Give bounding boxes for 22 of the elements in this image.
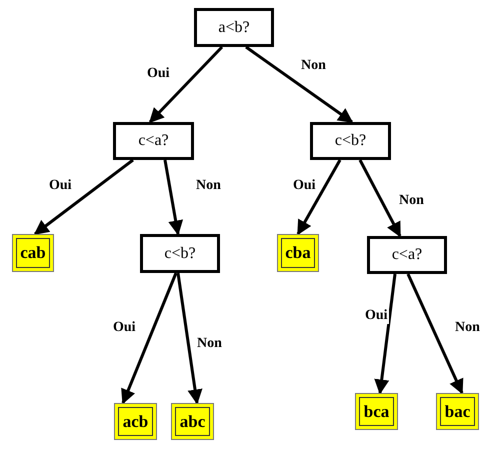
result-box: abc: [171, 403, 214, 440]
decision-box: c<b?: [310, 122, 391, 160]
arrow: [406, 273, 464, 394]
arrow: [374, 274, 396, 394]
decision-box: c<a?: [367, 236, 447, 274]
decision-box: c<b?: [140, 234, 220, 273]
result-box: cba: [277, 234, 319, 272]
arrow: [121, 272, 178, 404]
arrow: [164, 160, 184, 236]
arrow: [34, 158, 134, 236]
arrow: [358, 159, 402, 238]
decision-box: c<a?: [113, 122, 194, 160]
arrow: [296, 159, 342, 236]
result-box: bca: [355, 393, 398, 430]
result-box: acb: [114, 403, 157, 440]
decision-box: a<b?: [194, 8, 274, 47]
edge-label: Oui: [364, 308, 389, 324]
result-box: cab: [12, 234, 54, 272]
arrow: [176, 272, 202, 404]
arrow: [148, 46, 224, 124]
arrow: [245, 46, 354, 124]
result-box: bac: [436, 393, 479, 430]
